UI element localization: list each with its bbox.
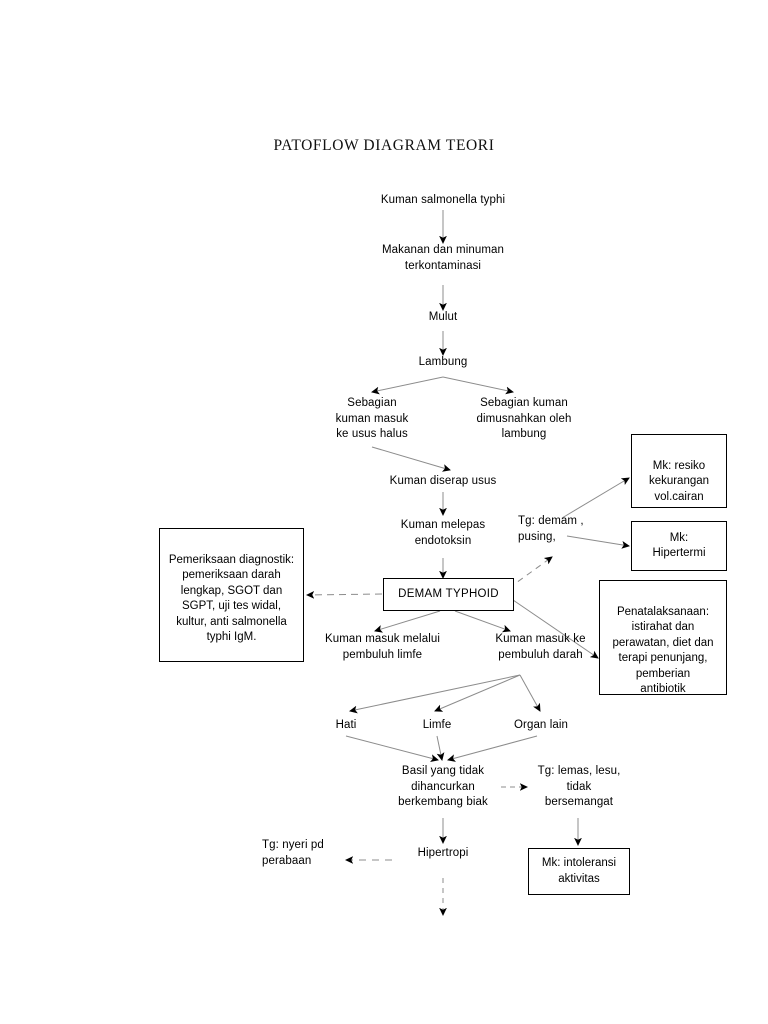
edge-hati-to-basil [345, 735, 439, 762]
node-organ-lain: Organ lain [513, 719, 569, 731]
edge-typhoid-to-masuk-darah [454, 610, 511, 633]
node-tg-demam-pusing: Tg: demam , pusing, [518, 515, 584, 543]
node-sebagian-kuman-masuk-usus-halus: Sebagian kuman masuk ke usus halus [335, 397, 409, 440]
box-penatalaksanaan-text: Penatalaksanaan: istirahat dan perawatan… [612, 605, 714, 696]
box-penatalaksanaan: Penatalaksanaan: istirahat dan perawatan… [599, 580, 727, 695]
node-kuman-masuk-ke-pembuluh-darah: Kuman masuk ke pembuluh darah [495, 633, 586, 661]
edge-darah-to-limfe [434, 674, 521, 712]
box-pemeriksaan-diagnostik: Pemeriksaan diagnostik: pemeriksaan dara… [159, 528, 304, 662]
box-mk-hipertermi: Mk: Hipertermi [631, 521, 727, 571]
box-demam-typhoid-text: DEMAM TYPHOID [398, 587, 499, 600]
edge-organlain-to-basil [447, 735, 538, 762]
edge-lambung-to-dimusnahkan [442, 376, 514, 395]
node-makanan-minuman-terkontaminasi: Makanan dan minuman terkontaminasi [381, 244, 505, 272]
edge-limfe-to-basil [436, 735, 445, 761]
edge-typhoid-to-masuk-limfe [374, 610, 441, 633]
node-limfe: Limfe [422, 719, 452, 731]
edge-lambung-to-sebagian-masuk [371, 376, 444, 395]
box-mk-intoleransi-text: Mk: intoleransi aktivitas [541, 857, 617, 885]
node-lambung: Lambung [418, 356, 468, 368]
box-pemeriksaan-text: Pemeriksaan diagnostik: pemeriksaan dara… [168, 553, 295, 644]
node-mulut: Mulut [428, 311, 458, 323]
edge-tgdemam-to-mkresiko [561, 477, 630, 519]
node-basil-berkembang-biak: Basil yang tidak dihancurkan berkembang … [398, 765, 488, 808]
edge-usushalus-to-diserap [371, 446, 451, 472]
node-kuman-masuk-melalui-pembuluh-limfe: Kuman masuk melalui pembuluh limfe [324, 633, 441, 661]
node-tg-nyeri-perabaan: Tg: nyeri pd perabaan [262, 839, 324, 867]
node-kuman-melepas-endotoksin: Kuman melepas endotoksin [400, 519, 486, 547]
edge-darah-to-hati [349, 674, 521, 714]
page-title: PATOFLOW DIAGRAM TEORI [273, 137, 495, 154]
box-mk-resiko-text: Mk: resiko kekurangan vol.cairan [648, 459, 710, 503]
node-tg-lemas-lesu: Tg: lemas, lesu, tidak bersemangat [537, 765, 621, 808]
box-mk-intoleransi-aktivitas: Mk: intoleransi aktivitas [528, 848, 630, 895]
edge-typhoid-to-tgdemam [508, 556, 553, 589]
box-demam-typhoid: DEMAM TYPHOID [383, 578, 514, 611]
edge-darah-to-organlain [519, 674, 541, 712]
node-kuman-diserap-usus: Kuman diserap usus [389, 475, 497, 487]
box-mk-hipertermi-text: Mk: Hipertermi [652, 531, 706, 560]
box-mk-resiko-kekurangan-volume-cairan: Mk: resiko kekurangan vol.cairan [631, 434, 727, 508]
node-hati: Hati [335, 719, 357, 731]
edge-typhoid-to-pemeriksaan [306, 591, 383, 599]
node-kuman-salmonella-typhi: Kuman salmonella typhi [380, 194, 506, 206]
node-hipertropi: Hipertropi [417, 847, 469, 859]
node-sebagian-kuman-dimusnahkan-lambung: Sebagian kuman dimusnahkan oleh lambung [476, 397, 572, 440]
